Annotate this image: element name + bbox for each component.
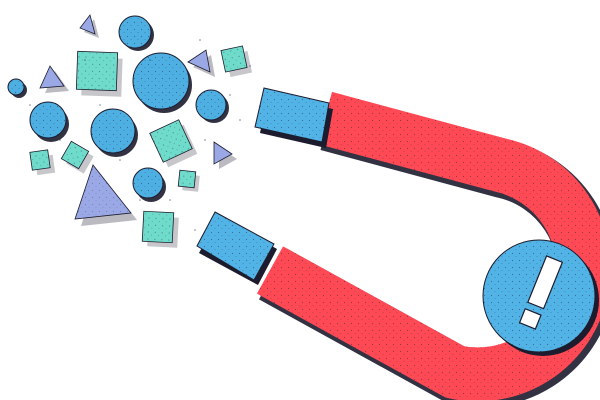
exclamation-icon <box>518 255 564 330</box>
circle-shape <box>29 101 69 142</box>
alert-badge <box>482 239 599 356</box>
attracted-shapes <box>7 14 253 248</box>
square-shape <box>60 140 94 174</box>
square-shape <box>177 169 200 192</box>
circle-shape <box>118 15 154 51</box>
magnet-bottom-tip-texture <box>197 212 274 280</box>
triangle-shape <box>39 65 69 93</box>
magnet-top-tip-texture <box>255 88 329 142</box>
triangle-shape <box>74 164 137 226</box>
triangle-shape <box>187 49 215 77</box>
circle-shape <box>132 52 192 113</box>
square-shape <box>75 50 123 97</box>
square-shape <box>29 149 56 176</box>
motion-specks <box>29 39 251 231</box>
square-shape <box>141 210 179 248</box>
square-shape <box>220 45 253 78</box>
triangle-shape <box>79 14 99 38</box>
circle-shape <box>132 167 166 202</box>
circle-shape <box>195 89 229 123</box>
circle-shape <box>7 78 27 98</box>
triangle-shape <box>213 141 237 169</box>
circle-shape <box>90 108 138 157</box>
square-shape <box>149 119 198 168</box>
